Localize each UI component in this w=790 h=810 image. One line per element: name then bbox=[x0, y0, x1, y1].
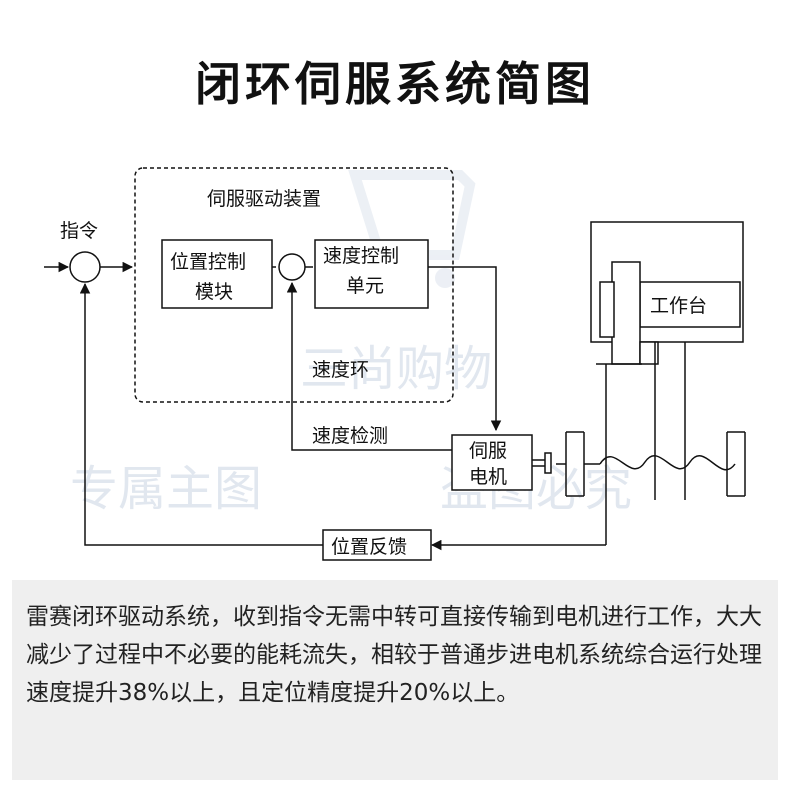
speed-summing-junction bbox=[278, 253, 306, 281]
machine-frame bbox=[590, 221, 744, 343]
support-columns bbox=[605, 342, 686, 545]
description-panel: 雷赛闭环驱动系统，收到指令无需中转可直接传输到电机进行工作，大大减少了过程中不必… bbox=[12, 580, 778, 780]
description-text: 雷赛闭环驱动系统，收到指令无需中转可直接传输到电机进行工作，大大减少了过程中不必… bbox=[26, 604, 762, 706]
diagram-title: 闭环伺服系统简图 bbox=[195, 57, 595, 111]
watermark-exclusive: 专属主图 bbox=[70, 461, 262, 517]
worktable-slider-icon bbox=[596, 261, 659, 365]
worktable-label: 工作台 bbox=[650, 295, 707, 317]
position-feedback-label: 位置反馈 bbox=[331, 536, 407, 558]
servo-drive-label: 伺服驱动装置 bbox=[207, 188, 321, 210]
speed-control-label-2: 单元 bbox=[346, 275, 384, 297]
screw-end-bearing-icon bbox=[726, 431, 746, 497]
worktable-block bbox=[639, 281, 741, 328]
servo-drive-boundary bbox=[134, 167, 454, 403]
lead-screw-icon bbox=[599, 455, 736, 471]
position-feedback-block bbox=[322, 529, 432, 561]
speed-control-to-motor-line bbox=[428, 266, 502, 432]
servo-motor-block bbox=[451, 434, 533, 491]
servo-motor-label-2: 电机 bbox=[469, 466, 507, 488]
speed-loop-label: 速度环 bbox=[312, 359, 369, 381]
position-control-block bbox=[161, 239, 273, 309]
speed-control-label-1: 速度控制 bbox=[323, 245, 399, 267]
servo-system-diagram: 三尚购物 专属主图 盗图必究 伺服驱动装置 指令 位置控制 模块 速度控制 单元… bbox=[44, 167, 746, 561]
speed-control-block bbox=[314, 239, 429, 309]
speed-feedback-line bbox=[286, 281, 452, 451]
watermark-brand: 三尚购物 bbox=[300, 341, 492, 397]
speed-detect-label: 速度检测 bbox=[312, 425, 388, 447]
servo-motor-label-1: 伺服 bbox=[469, 440, 507, 462]
position-control-label-1: 位置控制 bbox=[170, 251, 246, 273]
position-control-label-2: 模块 bbox=[195, 281, 233, 303]
coupling-icon bbox=[532, 431, 600, 497]
position-summing-junction bbox=[69, 251, 101, 283]
position-feedback-return-line bbox=[79, 282, 323, 546]
command-label: 指令 bbox=[60, 220, 98, 242]
